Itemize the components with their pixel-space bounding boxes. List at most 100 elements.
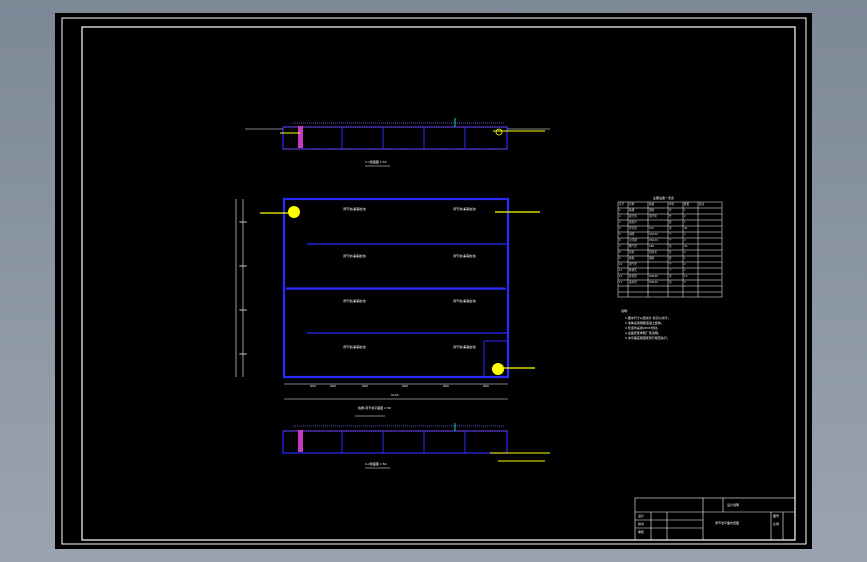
table-cell: 1	[684, 221, 686, 224]
table-cell: 2	[684, 239, 686, 242]
table-header-cell: 单位	[669, 203, 675, 206]
table-title: 主要设备一览表	[653, 196, 675, 200]
plan-room-label-6: 调节池(兼事故池)	[453, 299, 477, 303]
table-cell: 6	[619, 239, 621, 242]
table-cell: DN150	[649, 281, 658, 284]
inner-frame	[81, 26, 796, 541]
plan-room-label-1: 调节池(兼事故池)	[343, 207, 367, 211]
table-cell: DN100	[649, 233, 658, 236]
note-line-2: 2.池体采用钢筋混凝土结构。	[625, 321, 664, 325]
table-header-cell: 数量	[684, 203, 690, 206]
table-header-cell: 名称	[629, 203, 635, 206]
table-cell: 2	[684, 251, 686, 254]
table-cell: 风机	[629, 251, 635, 254]
note-line-1: 1.图中尺寸以毫米计,标高以米计。	[625, 316, 671, 320]
table-cell: 30	[684, 245, 688, 248]
note-line-4: 4.设备安装参照厂家说明。	[625, 331, 661, 335]
table-cell: 3	[619, 221, 621, 224]
table-cell: 11	[619, 269, 623, 272]
table-cell: DN100	[649, 239, 658, 242]
table-cell: 止回阀	[629, 239, 637, 242]
section-top-caption: 1-1剖面图 1:50	[365, 160, 387, 164]
dim-bottom-4: 900	[402, 384, 408, 388]
plan-room-label-3: 调节池(兼事故池)	[343, 254, 367, 258]
table-cell: 5	[684, 281, 686, 284]
section-bottom-caption: 2-2剖面图 1:50	[365, 462, 387, 466]
table-header-cell: 备注	[699, 203, 705, 206]
table-cell: 米	[669, 245, 672, 248]
table-cell: 2	[684, 233, 686, 236]
table-cell: 穿孔管	[629, 227, 637, 230]
dim-bottom-2: 900	[330, 384, 336, 388]
table-cell: 1	[684, 257, 686, 260]
table-cell: 1	[619, 209, 621, 212]
title-block-grid	[634, 497, 796, 541]
table-cell: 曝气管	[629, 245, 637, 248]
title-block-sheet: 图号	[773, 514, 780, 518]
dim-left-4: 3000	[239, 352, 247, 356]
table-cell: 12	[619, 275, 623, 278]
table-cell: 台	[669, 215, 672, 218]
table-cell: DN100	[649, 275, 658, 278]
table-cell: 通气管	[629, 263, 637, 266]
dim-total: 5100	[391, 393, 399, 397]
table-cell: 进水管	[629, 281, 637, 284]
table-cell: 2	[684, 215, 686, 218]
table-cell: 格栅	[629, 209, 635, 212]
table-cell: 爬梯	[629, 257, 635, 260]
section-bottom	[282, 423, 550, 469]
title-block-row-2: 校对	[638, 522, 645, 526]
dim-bottom-1: 600	[310, 384, 316, 388]
table-cell: 台	[669, 209, 672, 212]
table-cell: 2	[684, 269, 686, 272]
table-cell: 8	[619, 251, 621, 254]
table-cell: 7	[619, 245, 621, 248]
table-cell: 1	[684, 209, 686, 212]
table-cell: 潜污泵	[649, 215, 657, 218]
table-cell: 4	[619, 227, 621, 230]
plan-room-label-7: 调节池(兼事故池)	[343, 345, 367, 349]
table-cell: 40	[684, 227, 688, 230]
table-cell: 检修孔	[629, 269, 637, 272]
table-cell: 套	[669, 257, 672, 260]
title-block-row-3: 审核	[638, 530, 645, 534]
plan-room-label-2: 调节池(兼事故池)	[453, 207, 477, 211]
table-cell: 10	[619, 263, 623, 266]
dim-left-2: 3000	[239, 264, 247, 268]
drawing-sheet: 1-1剖面图 1:50 调节池(兼事故池) 调节池(兼事故池) 调节池(兼事故池…	[55, 13, 812, 549]
table-cell: 个	[669, 239, 672, 242]
note-line-5: 5.未尽事宜按国家现行规范执行。	[625, 336, 670, 340]
table-cell: 闸阀	[629, 233, 635, 236]
table-cell: 回转式	[649, 251, 657, 254]
table-cell: 液位计	[629, 221, 637, 224]
dim-bottom-5: 900	[443, 384, 449, 388]
table-cell: 个	[669, 263, 672, 266]
plan-room-label-4: 调节池(兼事故池)	[453, 254, 477, 258]
table-cell: 钢制	[649, 257, 655, 260]
note-line-3: 3.管道均采用UPVC管材。	[625, 326, 661, 330]
table-header-cell: 序号	[619, 203, 625, 206]
table-cell: 套	[669, 221, 672, 224]
table-cell: 9	[619, 257, 621, 260]
table-cell: 10	[684, 275, 688, 278]
plan-caption: 格栅-调节池平面图 1:50	[358, 406, 391, 410]
table-cell: 提升泵	[629, 215, 637, 218]
table-cell: 排泥管	[629, 275, 637, 278]
title-block-school: 设计说明	[727, 503, 740, 507]
dim-left-3: 3000	[239, 308, 247, 312]
plan-room-label-5: 调节池(兼事故池)	[343, 299, 367, 303]
table-cell: 米	[669, 281, 672, 284]
table-cell: ABS	[649, 245, 655, 248]
table-cell: 5	[619, 233, 621, 236]
table-cell: 米	[669, 275, 672, 278]
table-cell: 个	[669, 269, 672, 272]
plan-room-label-8: 调节池(兼事故池)	[453, 345, 477, 349]
title-block-scale: 比例	[773, 522, 780, 526]
title-block-row-1: 设计	[638, 514, 645, 518]
table-header-cell: 规格	[649, 203, 655, 206]
drawing-canvas	[61, 17, 807, 545]
dim-bottom-3: 900	[362, 384, 368, 388]
table-cell: PVC	[649, 227, 655, 230]
notes-title: 说明:	[621, 309, 629, 313]
